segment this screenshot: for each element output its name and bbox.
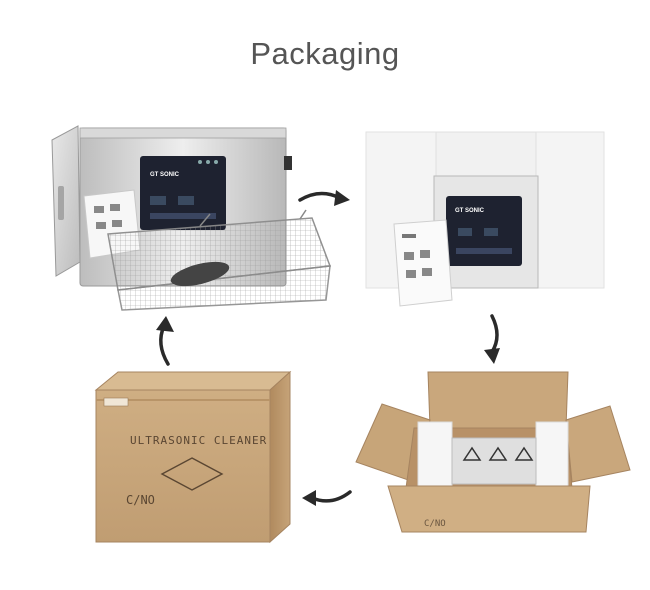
arrow-down-icon — [484, 314, 500, 364]
foam-brand-text: GT SONIC — [455, 208, 485, 214]
arrow-right-icon — [298, 190, 350, 206]
box-serial-text: C/NO — [126, 493, 155, 507]
page-title: Packaging — [250, 36, 400, 71]
closed-box-image: ULTRASONIC CLEANER C/NO — [94, 370, 292, 544]
ultrasonic-cleaner-image: GT SONIC — [51, 125, 332, 311]
box-label-text: ULTRASONIC CLEANER — [130, 434, 267, 447]
open-box-serial-text: C/NO — [424, 519, 446, 529]
cleaner-brand-text: GT SONIC — [150, 172, 180, 178]
open-box-image: C/NO — [355, 371, 631, 533]
arrow-up-icon — [156, 316, 174, 366]
foam-packed-image: GT SONIC — [365, 131, 605, 307]
arrow-left-icon — [302, 490, 352, 506]
